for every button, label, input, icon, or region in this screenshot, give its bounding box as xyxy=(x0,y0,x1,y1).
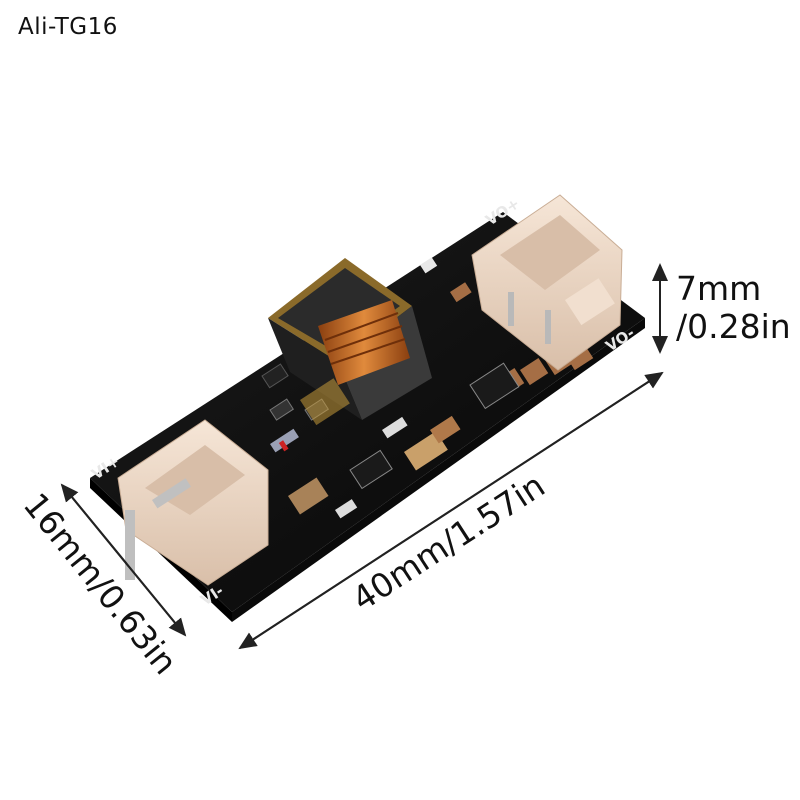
transformer xyxy=(268,258,432,426)
output-connector xyxy=(471,194,623,371)
dimension-width xyxy=(60,483,187,637)
height-label: 7mm xyxy=(676,269,761,308)
smd-components xyxy=(261,257,594,519)
input-connector xyxy=(117,419,269,586)
dimension-length xyxy=(238,371,664,650)
height-imperial-label: /0.28in xyxy=(676,307,791,346)
watermark-text: Ali-TG16 xyxy=(18,14,118,40)
